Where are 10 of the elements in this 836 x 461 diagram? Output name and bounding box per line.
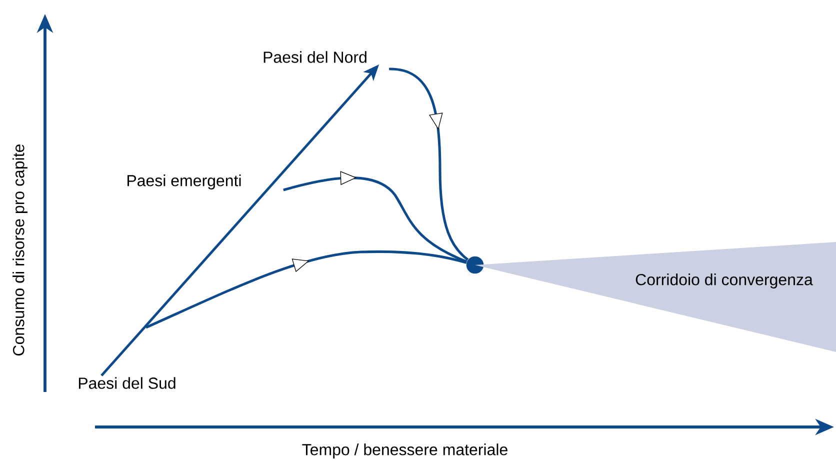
convergence-corridor: Corridoio di convergenza [475, 242, 836, 352]
convergence-point [466, 256, 484, 274]
axis-label: Tempo / benessere materiale [302, 444, 508, 458]
country-label: Paesi del Sud [78, 377, 176, 389]
trajectory-arrow [145, 250, 467, 329]
trajectory-arrow [389, 68, 469, 261]
trajectory-arrow [283, 171, 468, 263]
axis-label: Consumo di risorse pro capite [12, 144, 28, 356]
country-label: Paesi del Nord [264, 51, 366, 63]
country-label: Paesi emergenti [128, 174, 241, 190]
